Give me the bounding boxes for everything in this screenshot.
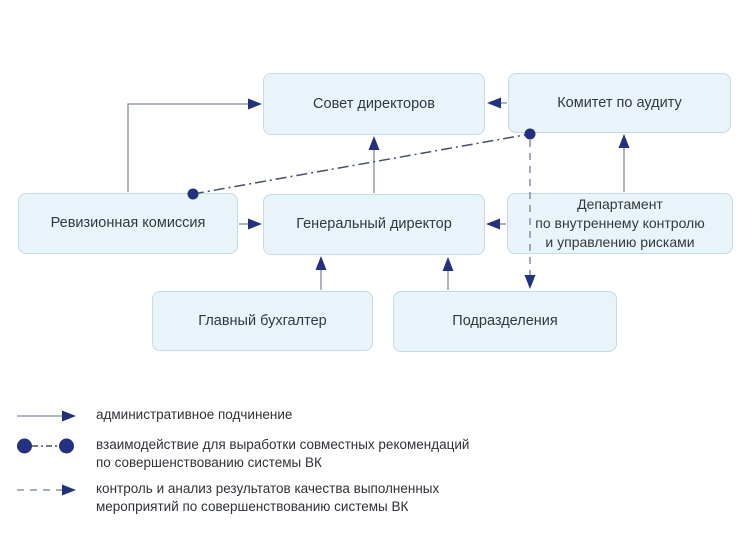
edge-glavbuh-to-gendir (315, 256, 327, 290)
node-audit-commission: Ревизионная комиссия (18, 193, 238, 254)
node-divisions: Подразделения (393, 291, 617, 352)
legend-item-control: контроль и анализ результатов качества в… (16, 480, 439, 516)
node-internal-control-department: Департамент по внутреннему контролю и уп… (507, 193, 733, 254)
edge-reviz-komitet-interaction (187, 128, 536, 200)
node-label: Комитет по аудиту (557, 94, 682, 111)
edge-gendir-to-sovet (368, 136, 380, 193)
edge-depart-to-gendir (486, 218, 506, 230)
legend-item-interaction: взаимодействие для выработки совместных … (16, 436, 469, 472)
edge-komitet-to-sovet (487, 97, 507, 109)
node-label: Генеральный директор (296, 216, 452, 232)
dashed-arrow-icon (17, 484, 76, 496)
node-label: Совет директоров (313, 95, 435, 112)
edge-podraz-to-gendir (442, 257, 454, 290)
legend-label-line: контроль и анализ результатов качества в… (96, 481, 440, 496)
solid-arrow-icon (17, 410, 76, 422)
node-label: Ревизионная комиссия (50, 215, 206, 231)
edge-depart-to-komitet (618, 134, 630, 192)
node-chief-accountant: Главный бухгалтер (152, 291, 373, 351)
edge-reviz-to-sovet (127, 98, 262, 192)
legend-label: взаимодействие для выработки совместных … (96, 436, 469, 472)
node-audit-committee: Комитет по аудиту (508, 73, 731, 133)
legend-label-line: административное подчинение (96, 407, 293, 422)
node-label-line: и управлению рисками (545, 234, 695, 250)
node-label: Подразделения (452, 313, 558, 329)
node-general-director: Генеральный директор (263, 194, 485, 255)
node-label-multiline: Департамент по внутреннему контролю и уп… (535, 195, 704, 252)
node-label: Главный бухгалтер (198, 312, 327, 329)
node-label-line: Департамент (577, 196, 663, 212)
legend-label: административное подчинение (96, 406, 292, 424)
edge-reviz-to-gendir (239, 218, 262, 230)
node-label-line: по внутреннему контролю (535, 215, 705, 231)
legend-label: контроль и анализ результатов качества в… (96, 480, 439, 516)
legend-label-line: мероприятий по совершенствованию системы… (96, 499, 409, 514)
node-board-of-directors: Совет директоров (263, 73, 485, 135)
legend-label-line: по совершенствованию системы ВК (96, 455, 322, 470)
dot-dashdot-dot-icon (17, 438, 74, 454)
legend-label-line: взаимодействие для выработки совместных … (96, 437, 470, 452)
legend-item-administrative: административное подчинение (16, 406, 292, 426)
